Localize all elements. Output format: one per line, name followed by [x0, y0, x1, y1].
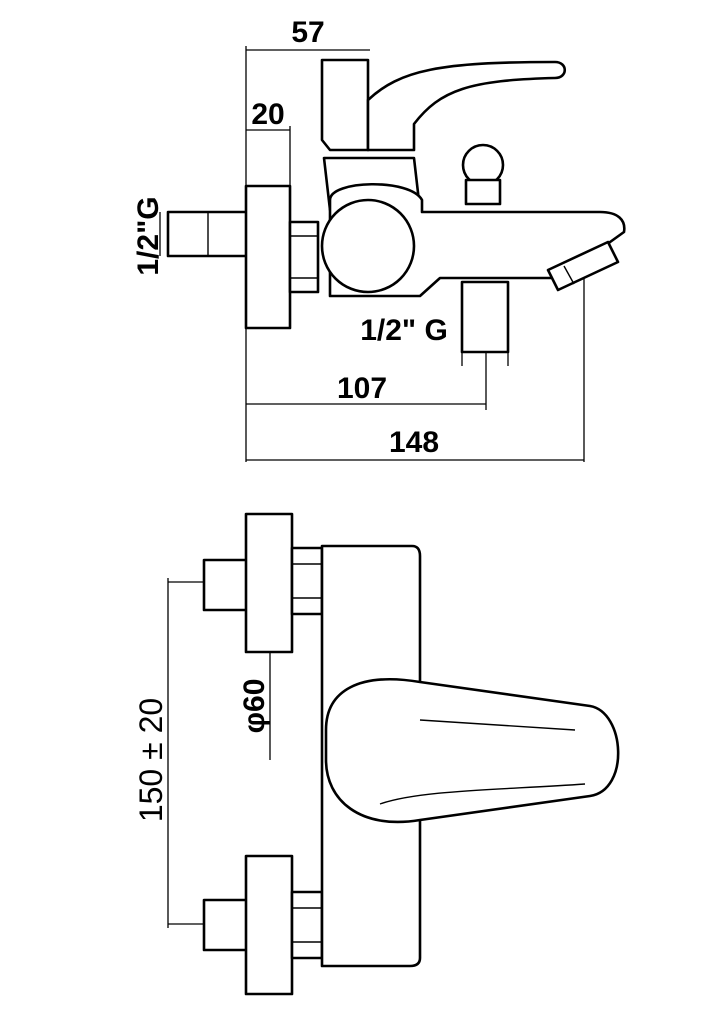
dim-inlet-spacing-label: 150 ± 20: [133, 698, 169, 822]
bottom-flange: [244, 854, 294, 996]
lever-handle-side: [320, 58, 370, 152]
top-flange: [244, 512, 294, 654]
lever-handle-front: [324, 678, 620, 824]
dim-flange-diameter-label: φ60: [238, 679, 271, 734]
dim-handle-height: 57: [245, 16, 370, 186]
dim-flange-thickness: 20: [246, 98, 291, 186]
dim-outlet-projection: 107: [245, 328, 487, 462]
front-view: φ60 150 ± 20: [133, 512, 620, 996]
dim-total-projection: 148: [246, 278, 585, 462]
dim-inlet-thread: 1/2"G: [132, 196, 165, 275]
top-inlet-pipe: [202, 558, 250, 612]
lever-blade-side: [366, 60, 567, 152]
dim-total-projection-label: 148: [389, 426, 439, 459]
dim-outlet-thread-label: 1/2" G: [360, 314, 448, 347]
aerator: [546, 240, 620, 292]
mixer-cylinder: [320, 198, 416, 294]
dim-handle-height-label: 57: [291, 16, 324, 49]
dim-inlet-thread-label: 1/2"G: [132, 196, 165, 275]
side-view: 57 20 1/2"G 1/2" G 107: [132, 16, 626, 462]
top-nut: [290, 546, 324, 616]
bottom-inlet-pipe: [202, 898, 250, 952]
wall-flange: [244, 184, 292, 330]
dim-outlet-projection-label: 107: [337, 372, 387, 405]
connection-nut: [288, 220, 320, 294]
bottom-nut: [290, 890, 324, 960]
dim-inlet-spacing: 150 ± 20: [133, 578, 204, 928]
dim-flange-diameter: φ60: [238, 652, 271, 760]
dim-outlet-thread: 1/2" G: [360, 314, 509, 366]
dim-flange-thickness-label: 20: [251, 98, 284, 131]
outlet-pipe: [460, 280, 510, 354]
